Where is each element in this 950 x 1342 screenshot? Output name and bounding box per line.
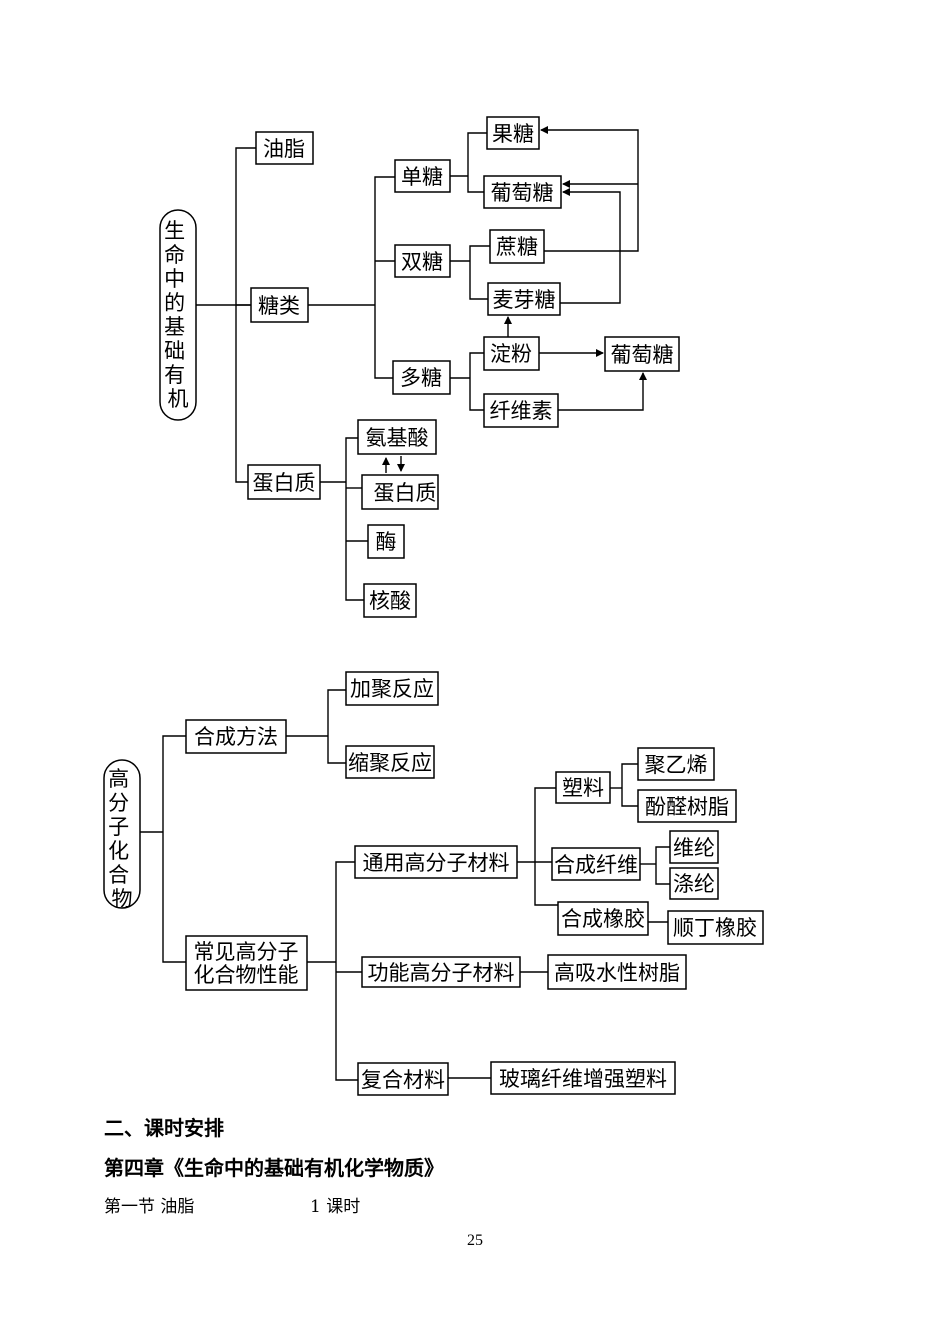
root2-glyph: 物 xyxy=(112,887,133,911)
addition-box xyxy=(345,671,439,706)
lipid-box xyxy=(255,131,314,165)
polyester-box xyxy=(669,867,719,900)
root-glyph: 生 xyxy=(164,219,185,243)
plastic-label: 塑料 xyxy=(562,776,604,800)
lesson-name: 第一节 油脂 xyxy=(104,1197,195,1217)
lipid-label: 油脂 xyxy=(263,137,305,161)
root-box xyxy=(159,209,197,421)
section-heading: 二、课时安排 xyxy=(104,1116,224,1140)
poly-label: 多糖 xyxy=(400,366,442,390)
nucleic-acid-label: 核酸 xyxy=(369,589,411,613)
sugars-label: 糖类 xyxy=(258,294,300,318)
page-number: 25 xyxy=(467,1232,483,1249)
fructose-box xyxy=(486,116,540,150)
synthetic-fiber-label: 合成纤维 xyxy=(554,853,638,877)
root-glyph: 有 xyxy=(164,363,185,387)
synthesis-label: 合成方法 xyxy=(194,725,278,749)
di-label: 双糖 xyxy=(401,250,443,274)
functional-box xyxy=(361,956,521,988)
poly-box xyxy=(392,360,451,395)
root-glyph: 础 xyxy=(164,339,185,363)
root2-label: 高 分 子 化 合 物 xyxy=(108,767,136,911)
enzyme-label: 酶 xyxy=(376,530,397,554)
enzyme-box xyxy=(367,524,405,559)
absorbent-label: 高吸水性树脂 xyxy=(554,961,680,985)
sucrose-box xyxy=(489,229,545,264)
composite-box xyxy=(357,1062,449,1096)
nucleic-acid-box xyxy=(363,583,417,618)
properties-line1: 常见高分子 xyxy=(194,940,299,964)
polyethylene-box xyxy=(637,747,715,781)
root-glyph: 命 xyxy=(164,243,185,267)
functional-label: 功能高分子材料 xyxy=(368,961,515,985)
protein-group-box xyxy=(247,464,321,500)
cellulose-box xyxy=(483,393,559,428)
chapter-heading: 第四章《生命中的基础有机化学物质》 xyxy=(104,1156,444,1180)
maltose-label: 麦芽糖 xyxy=(493,288,556,312)
biomolecule-concept-map: 生 命 中 的 基 础 有 机 油脂 糖类 蛋白质 单糖 双糖 多糖 xyxy=(159,116,680,618)
condensation-label: 缩聚反应 xyxy=(348,751,432,775)
protein-label: 蛋白质 xyxy=(374,481,437,505)
lesson-row: 第一节 油脂 1 课时 xyxy=(104,1192,360,1217)
root-glyph: 的 xyxy=(164,291,185,315)
starch-box xyxy=(483,336,540,371)
frp-label: 玻璃纤维增强塑料 xyxy=(499,1067,667,1091)
root2-box xyxy=(103,759,141,909)
sucrose-label: 蔗糖 xyxy=(496,235,538,259)
composite-label: 复合材料 xyxy=(361,1068,445,1092)
synthetic-rubber-box xyxy=(557,901,649,936)
root2-glyph: 化 xyxy=(108,839,129,863)
di-box xyxy=(394,244,451,278)
protein-group-label: 蛋白质 xyxy=(253,471,316,495)
root2-glyph: 子 xyxy=(108,815,129,839)
properties-box xyxy=(185,935,308,991)
root-glyph: 中 xyxy=(164,267,185,291)
lesson-hours: 1 课时 xyxy=(310,1197,361,1217)
synthetic-fiber-box xyxy=(551,847,641,881)
root2-glyph: 高 xyxy=(108,767,129,791)
maltose-box xyxy=(487,282,561,316)
absorbent-box xyxy=(547,954,687,990)
polyester-label: 涤纶 xyxy=(673,872,715,896)
butadiene-rubber-box xyxy=(667,910,764,945)
vinylon-label: 维纶 xyxy=(673,836,715,860)
glucose-label: 葡萄糖 xyxy=(491,181,554,205)
polyethylene-label: 聚乙烯 xyxy=(645,753,708,777)
root-glyph: 机 xyxy=(168,387,189,411)
glucose2-box xyxy=(604,336,680,372)
phenolic-box xyxy=(637,789,737,823)
amino-acid-label: 氨基酸 xyxy=(366,426,429,450)
glucose-box xyxy=(483,175,562,209)
glucose2-label: 葡萄糖 xyxy=(611,343,674,367)
root2-glyph: 合 xyxy=(108,863,129,887)
synthetic-rubber-label: 合成橡胶 xyxy=(561,907,645,931)
frp-box xyxy=(490,1061,676,1095)
phenolic-label: 酚醛树脂 xyxy=(645,795,729,819)
mono-label: 单糖 xyxy=(401,165,443,189)
cellulose-label: 纤维素 xyxy=(490,399,553,423)
condensation-box xyxy=(345,745,435,779)
starch-label: 淀粉 xyxy=(490,342,532,366)
properties-line2: 化合物性能 xyxy=(194,963,299,987)
amino-acid-box xyxy=(357,419,437,455)
fructose-label: 果糖 xyxy=(492,122,534,146)
synthesis-box xyxy=(185,719,287,754)
butadiene-rubber-label: 顺丁橡胶 xyxy=(673,916,757,940)
polymer-concept-map: 高 分 子 化 合 物 合成方法 加聚反应 缩聚反应 常见高分子 化合物性能 通… xyxy=(103,671,764,1096)
addition-label: 加聚反应 xyxy=(350,677,434,701)
protein-box xyxy=(361,474,439,510)
root-label: 生 命 中 的 基 础 有 机 xyxy=(164,219,192,411)
general-label: 通用高分子材料 xyxy=(363,851,510,875)
general-box xyxy=(354,845,518,879)
vinylon-box xyxy=(669,830,719,864)
root-glyph: 基 xyxy=(164,315,185,339)
root2-glyph: 分 xyxy=(108,791,129,815)
